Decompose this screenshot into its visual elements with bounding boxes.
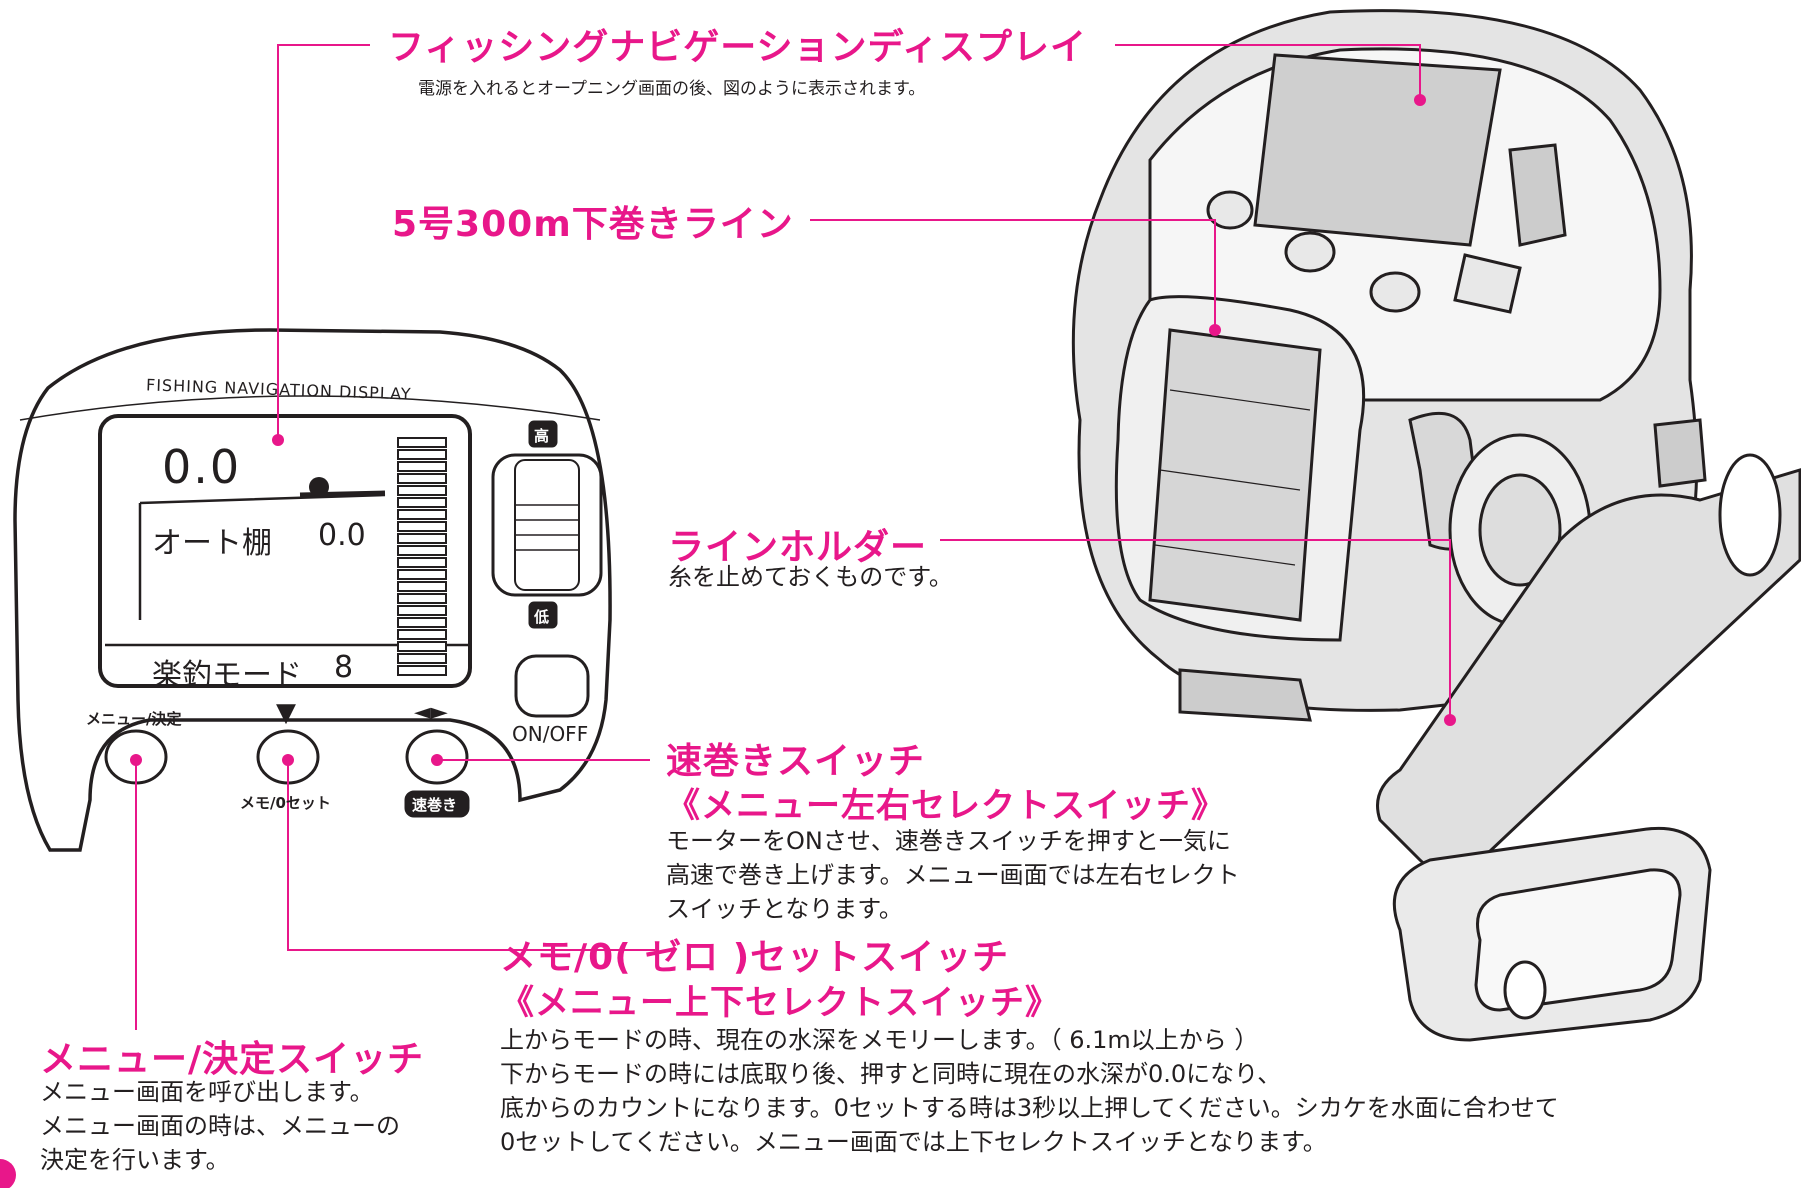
reel-screen (1253, 53, 1502, 247)
display-desc: 電源を入れるとオープニング画面の後、図のように表示されます。 (418, 79, 926, 99)
fast-badge (404, 790, 470, 818)
memo-switch-desc-4: 0セットしてください。メニュー画面では上下セレクトスイッチとなります。 (500, 1128, 1327, 1156)
display-title: フィッシングナビゲーションディスプレイ (388, 27, 1088, 68)
menu-switch-desc-2: メニュー画面の時は、メニューの (40, 1112, 400, 1140)
memo-switch-desc-2: 下からモードの時には底取り後、押すと同時に現在の水深が0.0になり、 (500, 1060, 1282, 1088)
onoff-button[interactable] (514, 654, 590, 718)
panel-header-divider (19, 395, 601, 421)
panel-outline (13, 328, 612, 852)
fast-switch-desc-1: モーターをONさせ、速巻きスイッチを押すと一気に (666, 827, 1231, 855)
reel-body (1071, 9, 1801, 1042)
level-bar-segment (397, 485, 447, 496)
menu-switch-desc-3: 決定を行います。 (40, 1146, 230, 1174)
level-bar-segment (397, 653, 447, 664)
level-bar-segment (397, 497, 447, 508)
level-bar-segment (397, 581, 447, 592)
lcd-auto-tana-label: オート棚 (152, 526, 272, 561)
level-bar-segment (397, 437, 447, 448)
level-bar-segment (397, 665, 447, 676)
level-bar (397, 437, 447, 676)
level-bar-segment (397, 557, 447, 568)
leader-lines (135, 44, 1451, 1030)
level-bar-segment (397, 521, 447, 532)
fast-switch-desc-3: スイッチとなります。 (666, 895, 903, 923)
level-bar-segment (397, 545, 447, 556)
fast-switch-title: 速巻きスイッチ (666, 741, 926, 782)
memo-switch-title: メモ/0( ゼロ )セットスイッチ (500, 937, 1010, 978)
fast-badge-label: 速巻き (412, 796, 458, 814)
high-label: 高 (534, 427, 550, 445)
fast-button[interactable] (405, 729, 469, 785)
low-label: 低 (534, 608, 550, 626)
left-right-arrow-icon: ◄► (414, 700, 448, 725)
fast-switch-subtitle: 《メニュー左右セレクトスイッチ》 (666, 786, 1226, 826)
level-bar-segment (397, 641, 447, 652)
menu-switch-title: メニュー/決定スイッチ (40, 1039, 425, 1080)
level-bar-segment (397, 593, 447, 604)
level-bar-segment (397, 509, 447, 520)
page-corner-mark (0, 1159, 16, 1188)
memo-switch-subtitle: 《メニュー上下セレクトスイッチ》 (500, 983, 1060, 1023)
memo-switch-desc-1: 上からモードの時、現在の水深をメモリーします。（ 6.1m以上から ） (500, 1026, 1259, 1054)
level-bar-segment (397, 569, 447, 580)
menu-button-label: メニュー/決定 (86, 710, 182, 728)
menu-switch-desc-1: メニュー画面を呼び出します。 (40, 1078, 374, 1106)
level-bar-segment (397, 533, 447, 544)
lcd-frame (98, 414, 472, 688)
speed-dial[interactable] (491, 420, 603, 629)
lcd-auto-tana-value: 0.0 (318, 518, 366, 553)
lcd-mode-value: 8 (334, 650, 354, 685)
control-panel (13, 328, 612, 852)
memo-switch-desc-3: 底からのカウントになります。0セットする時は3秒以上押してください。シカケを水面… (500, 1094, 1559, 1122)
memo-button-label: メモ/0セット (240, 794, 331, 812)
lcd-mode-label: 楽釣モード (152, 658, 302, 693)
level-bar-segment (397, 461, 447, 472)
line-title: 5号300m下巻きライン (392, 204, 794, 245)
onoff-label: ON/OFF (512, 722, 589, 746)
fast-switch-desc-2: 高速で巻き上げます。メニュー画面では左右セレクト (666, 861, 1240, 889)
down-arrow-icon: ▼ (276, 698, 296, 728)
level-bar-segment (397, 629, 447, 640)
level-bar-segment (397, 473, 447, 484)
line-holder-title: ラインホルダー (668, 527, 928, 568)
line-holder-desc: 糸を止めておくものです。 (668, 563, 953, 591)
level-bar-segment (397, 605, 447, 616)
leader-dots (130, 94, 1456, 766)
lcd-fish-dot (309, 477, 329, 497)
level-bar-segment (397, 449, 447, 460)
lcd-depth: 0.0 (162, 440, 242, 494)
level-bar-segment (397, 617, 447, 628)
